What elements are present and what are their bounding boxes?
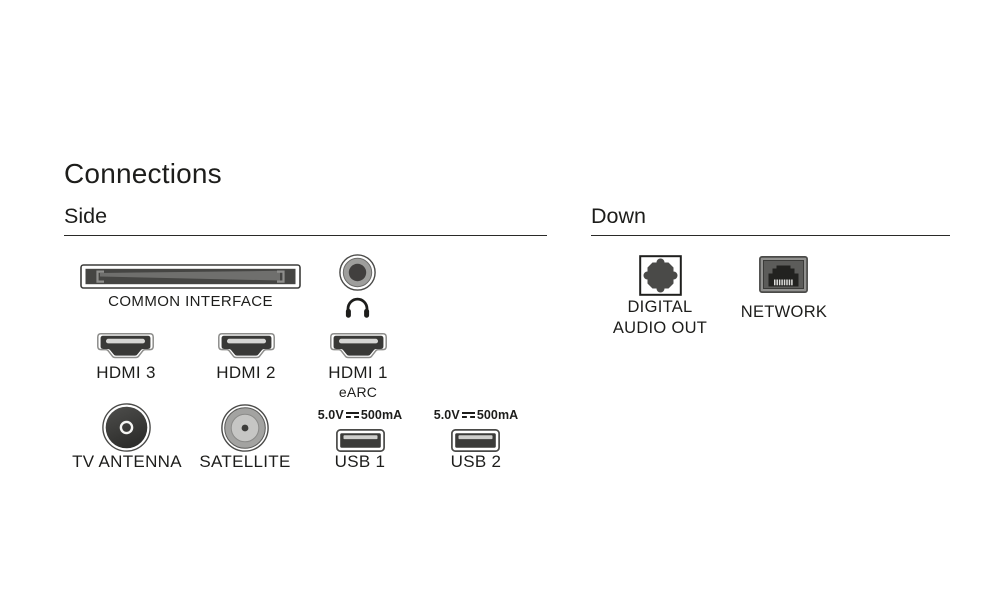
usb2-port-icon <box>451 429 500 452</box>
hdmi1-port-icon <box>330 333 387 359</box>
usb2-power-prefix: 5.0V <box>433 408 460 422</box>
usb2-power-suffix: 500mA <box>476 408 519 422</box>
page-title: Connections <box>64 158 222 189</box>
hdmi3-label: HDMI 3 <box>96 363 156 382</box>
hdmi2-port-icon <box>218 333 275 359</box>
dc-symbol-icon <box>345 410 359 419</box>
usb2-power-rating: 5.0V 500mA <box>416 408 536 422</box>
section-heading-side: Side <box>64 204 547 236</box>
hdmi2-label: HDMI 2 <box>216 363 276 382</box>
hdmi1-earc-sublabel: eARC <box>338 384 378 400</box>
tv-antenna-label: TV ANTENNA <box>72 452 182 471</box>
hdmi3-port-icon <box>97 333 154 359</box>
digital-audio-out-label-line2: AUDIO OUT <box>612 318 708 337</box>
network-rj45-icon <box>759 256 808 293</box>
common-interface-label: COMMON INTERFACE <box>108 293 273 310</box>
headphone-jack-icon <box>339 254 376 291</box>
headphones-icon <box>344 295 371 319</box>
digital-audio-out-label: DIGITAL AUDIO OUT <box>593 297 727 338</box>
satellite-label: SATELLITE <box>199 452 291 471</box>
usb1-power-prefix: 5.0V <box>317 408 344 422</box>
satellite-f-connector-icon <box>221 404 269 452</box>
hdmi1-label: HDMI 1 <box>328 363 388 382</box>
dc-symbol-icon <box>461 410 475 419</box>
side-heading-label: Side <box>64 204 108 228</box>
usb2-label: USB 2 <box>450 452 502 471</box>
down-heading-label: Down <box>591 204 646 228</box>
usb1-port-icon <box>336 429 385 452</box>
ci-card-slot-icon <box>80 264 301 289</box>
section-heading-down: Down <box>591 204 950 236</box>
usb1-power-suffix: 500mA <box>360 408 403 422</box>
usb1-power-rating: 5.0V 500mA <box>300 408 420 422</box>
tv-antenna-coax-icon <box>102 403 151 452</box>
digital-audio-out-toslink-icon <box>639 255 682 296</box>
usb1-label: USB 1 <box>334 452 386 471</box>
network-label: NETWORK <box>740 303 828 321</box>
digital-audio-out-label-line1: DIGITAL <box>627 298 693 316</box>
